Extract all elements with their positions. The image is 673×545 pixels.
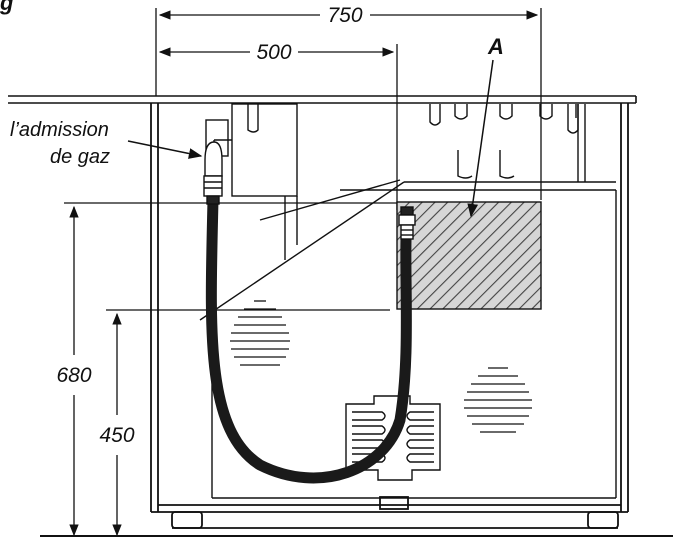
gas-inlet-label-line1: l’admission [10,119,109,141]
counter-top [8,95,637,104]
dim-750-label: 750 [327,4,362,27]
gas-hose [205,194,412,484]
dim-500-label: 500 [256,41,291,64]
vent-grille-left [230,300,290,366]
dimension-lines [64,8,542,537]
vent-grille-right [464,367,532,433]
figure-label: g [0,0,14,15]
dim-450-label: 450 [99,424,134,447]
gas-inlet-leader [127,140,203,159]
zone-a-leader [467,59,494,218]
gas-inlet-label-line2: de gaz [50,146,110,168]
hose-connector [398,206,416,240]
dim-680-label: 680 [56,364,91,387]
gas-inlet-fitting [203,141,223,205]
oven-body [150,103,629,529]
connection-zone-a [396,201,542,310]
zone-a-label: A [487,34,504,59]
